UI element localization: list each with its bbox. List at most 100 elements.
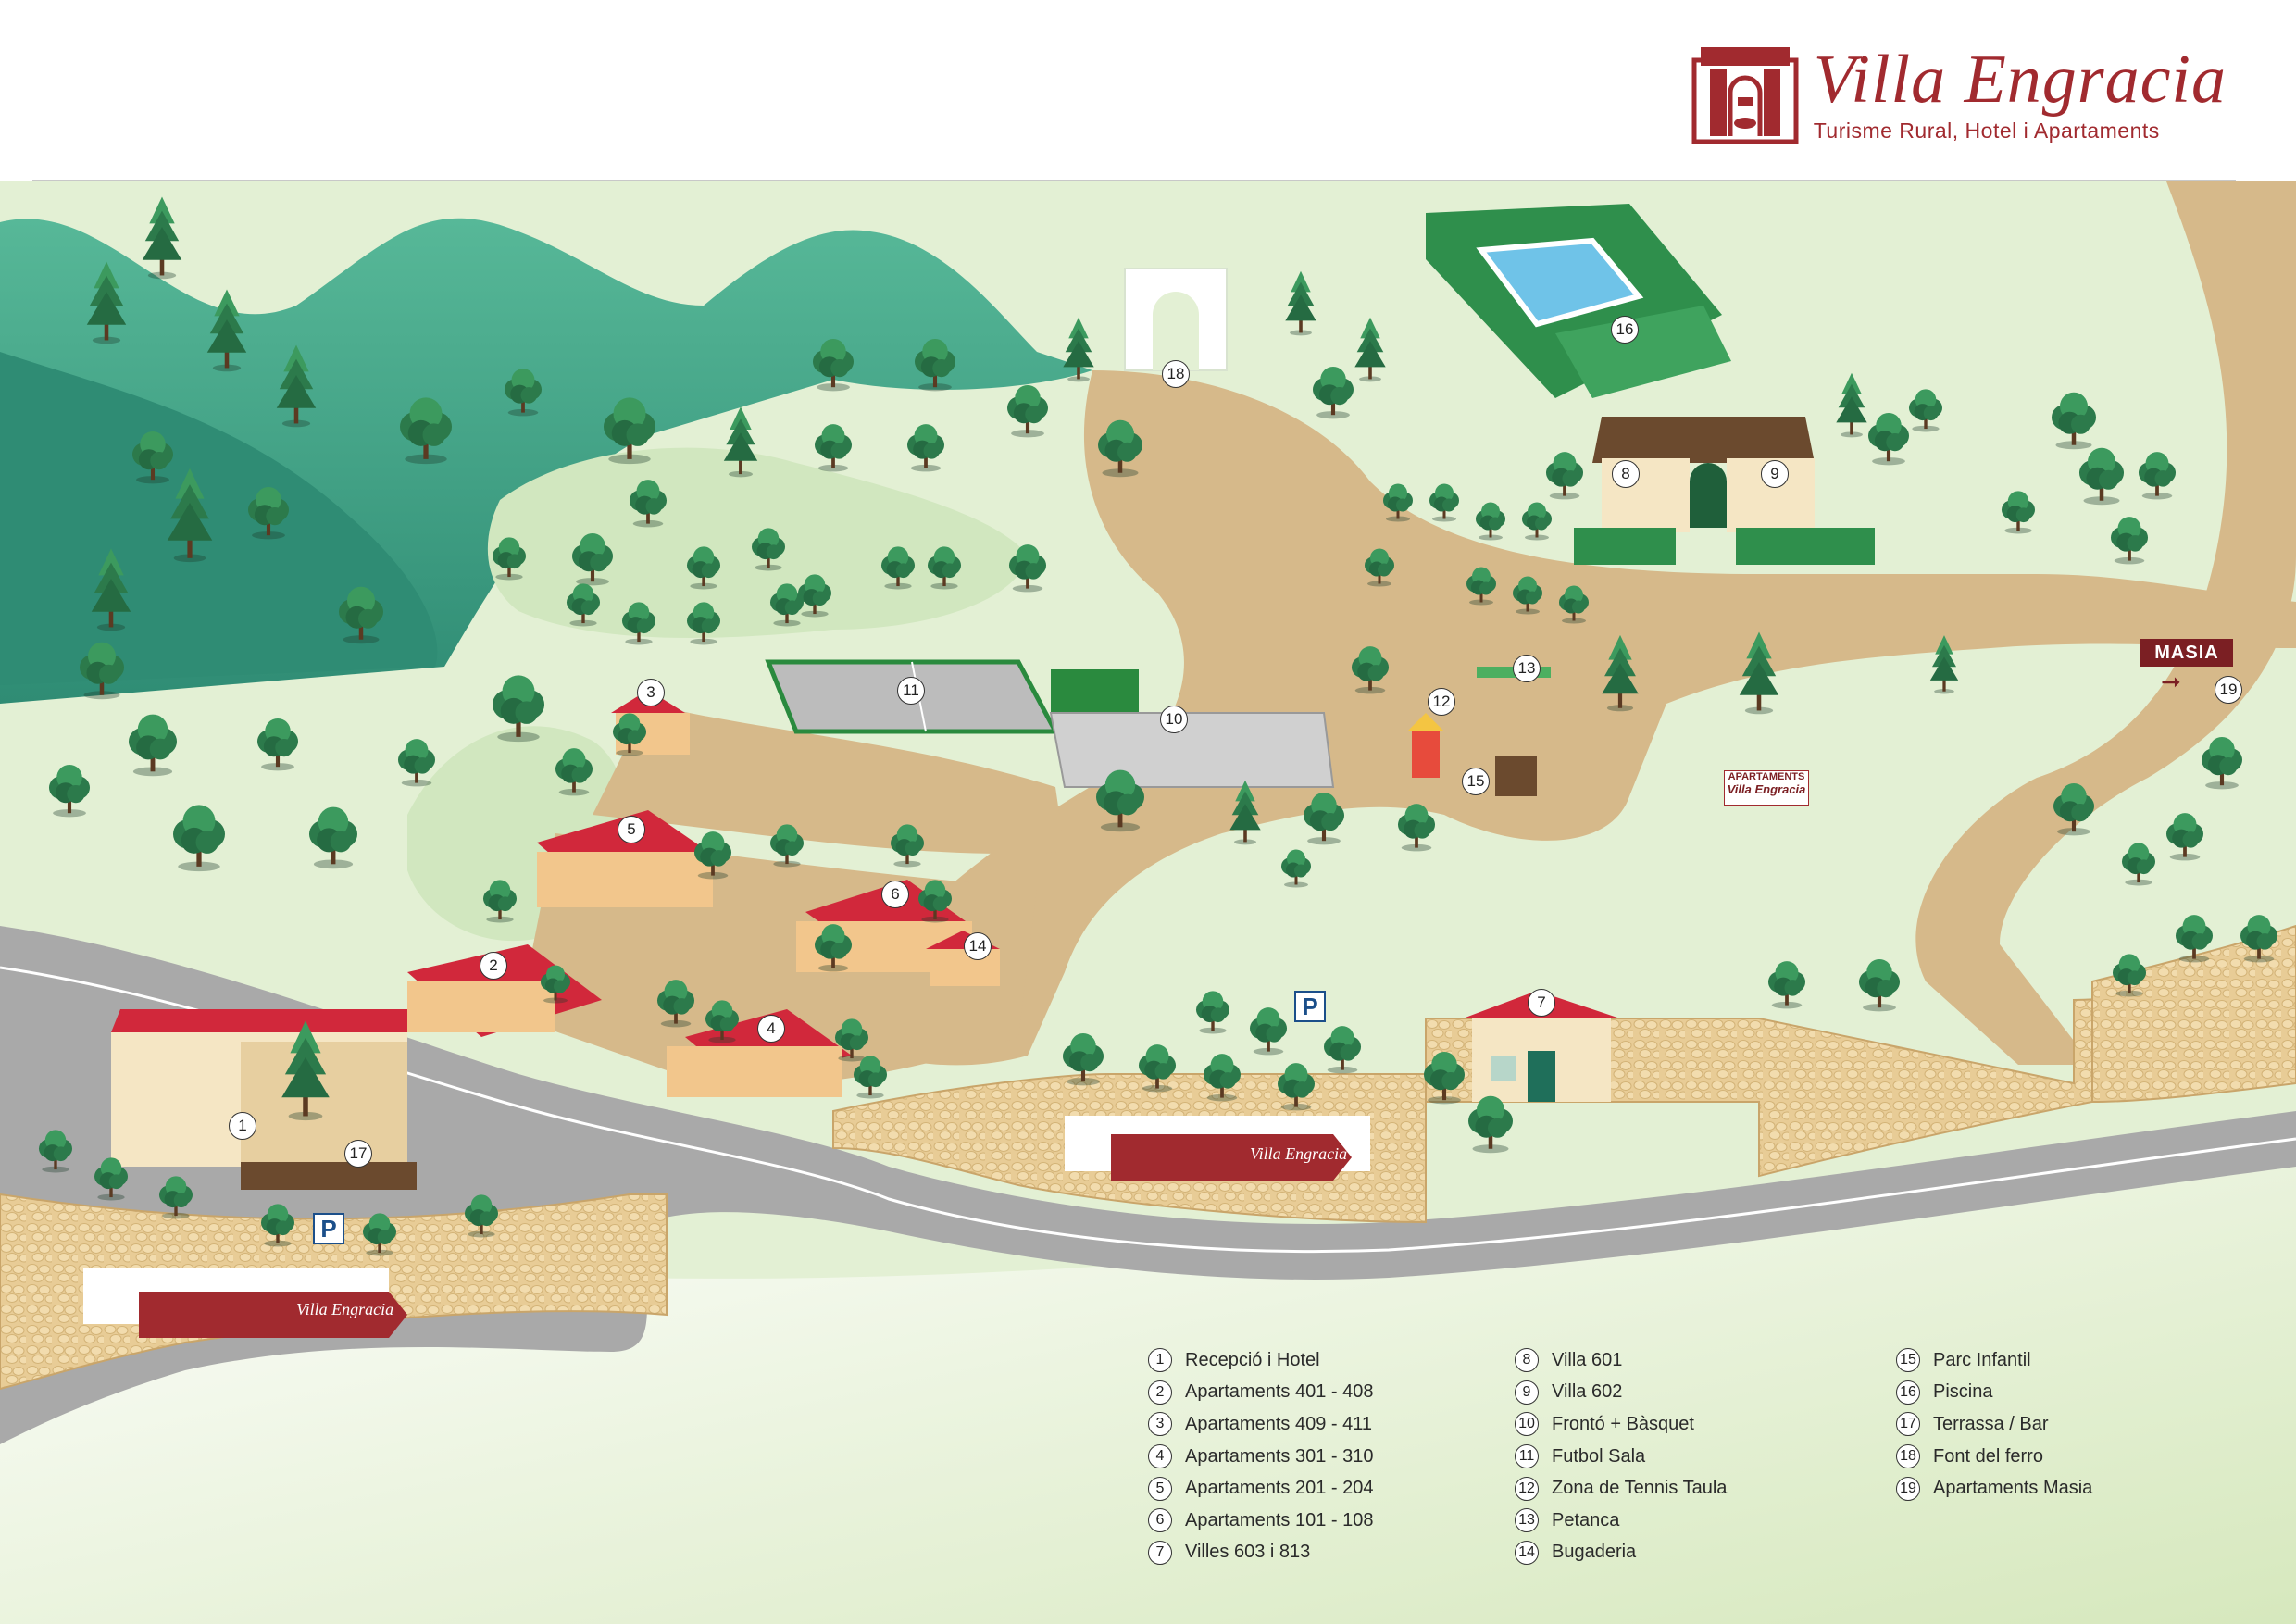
legend-label: Zona de Tennis Taula <box>1552 1478 1728 1499</box>
banner-brand-mid: Villa Engracia <box>1250 1144 1348 1163</box>
masia-sign: MASIA <box>2140 639 2233 667</box>
legend-label: Petanca <box>1552 1509 1620 1530</box>
legend-label: Terrassa / Bar <box>1933 1413 2049 1434</box>
legend-item: 19 Apartaments Masia <box>1896 1472 2248 1505</box>
legend-item: 10 Frontó + Bàsquet <box>1515 1408 1866 1441</box>
marker-12[interactable]: 12 <box>1428 688 1455 716</box>
header-divider <box>32 180 2236 181</box>
legend-number: 12 <box>1515 1476 1539 1501</box>
marker-7[interactable]: 7 <box>1528 989 1555 1017</box>
legend-number: 1 <box>1148 1348 1172 1373</box>
banner-brand-left: Villa Engracia <box>296 1300 394 1318</box>
legend-item: 18 Font del ferro <box>1896 1441 2248 1473</box>
legend-item: 5 Apartaments 201 - 204 <box>1148 1472 1500 1505</box>
marker-5[interactable]: 5 <box>618 816 645 843</box>
apartaments-sign: APARTAMENTS Villa Engracia <box>1724 770 1809 806</box>
legend-item: 15 Parc Infantil <box>1896 1344 2248 1377</box>
legend-number: 5 <box>1148 1476 1172 1501</box>
marker-10[interactable]: 10 <box>1160 706 1188 733</box>
apartaments-201-204 <box>537 810 722 907</box>
legend-item: 7 Villes 603 i 813 <box>1148 1537 1500 1569</box>
marker-19[interactable]: 19 <box>2215 676 2242 704</box>
legend-number: 7 <box>1148 1540 1172 1565</box>
marker-4[interactable]: 4 <box>757 1015 785 1043</box>
legend-number: 16 <box>1896 1380 1920 1405</box>
legend-label: Bugaderia <box>1552 1542 1637 1563</box>
legend-label: Apartaments 409 - 411 <box>1185 1413 1372 1434</box>
legend-number: 19 <box>1896 1476 1920 1501</box>
legend-label: Apartaments 201 - 204 <box>1185 1478 1374 1499</box>
legend-label: Villa 601 <box>1552 1349 1623 1370</box>
marker-8[interactable]: 8 <box>1612 460 1640 488</box>
apartaments-sign-title: APARTAMENTS <box>1728 771 1805 782</box>
marker-9[interactable]: 9 <box>1761 460 1789 488</box>
legend-item: 9 Villa 602 <box>1515 1377 1866 1409</box>
legend-number: 13 <box>1515 1508 1539 1533</box>
legend-label: Piscina <box>1933 1381 1993 1403</box>
legend-item: 12 Zona de Tennis Taula <box>1515 1472 1866 1505</box>
marker-17[interactable]: 17 <box>344 1140 372 1168</box>
legend-item: 1 Recepció i Hotel <box>1148 1344 1500 1377</box>
marker-18[interactable]: 18 <box>1162 360 1190 388</box>
path-main <box>833 370 2296 1066</box>
legend-item: 11 Futbol Sala <box>1515 1441 1866 1473</box>
road <box>0 926 2296 1444</box>
marker-15[interactable]: 15 <box>1462 768 1490 795</box>
marker-11[interactable]: 11 <box>897 677 925 705</box>
roadside-banner-mid <box>1065 1116 1370 1181</box>
header: Villa Engracia Turisme Rural, Hotel i Ap… <box>0 0 2296 181</box>
legend-item: 3 Apartaments 409 - 411 <box>1148 1408 1500 1441</box>
marker-6[interactable]: 6 <box>881 881 909 908</box>
legend-number: 10 <box>1515 1412 1539 1437</box>
marker-3[interactable]: 3 <box>637 679 665 706</box>
marker-1[interactable]: 1 <box>229 1112 256 1140</box>
font-del-ferro-gate <box>1124 268 1228 371</box>
brand-logo: Villa Engracia Turisme Rural, Hotel i Ap… <box>1690 42 2227 144</box>
legend-number: 2 <box>1148 1380 1172 1405</box>
path-east <box>1915 181 2296 1065</box>
legend-number: 15 <box>1896 1348 1920 1373</box>
brand-subtitle: Turisme Rural, Hotel i Apartaments <box>1813 118 2160 143</box>
legend-item: 13 Petanca <box>1515 1505 1866 1537</box>
legend-label: Font del ferro <box>1933 1445 2043 1467</box>
legend-number: 14 <box>1515 1540 1539 1565</box>
lower-field <box>0 1139 2296 1624</box>
marker-16[interactable]: 16 <box>1611 316 1639 344</box>
legend-number: 3 <box>1148 1412 1172 1437</box>
legend-item: 8 Villa 601 <box>1515 1344 1866 1377</box>
legend-label: Apartaments 301 - 310 <box>1185 1445 1374 1467</box>
legend-item: 14 Bugaderia <box>1515 1537 1866 1569</box>
roadside-banner-left <box>83 1268 407 1338</box>
legend-number: 18 <box>1896 1444 1920 1469</box>
swimming-pool <box>1426 204 1731 398</box>
marker-13[interactable]: 13 <box>1513 655 1541 682</box>
apartaments-sign-brand: Villa Engracia <box>1727 782 1806 796</box>
legend-label: Futbol Sala <box>1552 1445 1646 1467</box>
brand-name: Villa Engracia <box>1813 41 2227 118</box>
legend-number: 8 <box>1515 1348 1539 1373</box>
legend-label: Frontó + Bàsquet <box>1552 1413 1694 1434</box>
terrassa-bar <box>241 1162 417 1190</box>
legend-label: Parc Infantil <box>1933 1349 2031 1370</box>
legend-label: Villa 602 <box>1552 1381 1623 1403</box>
masia-arrow-icon: ➞ <box>2161 668 2181 695</box>
legend-number: 11 <box>1515 1444 1539 1469</box>
parking-sign-road: P <box>1294 991 1326 1022</box>
legend-label: Villes 603 i 813 <box>1185 1542 1311 1563</box>
marker-14[interactable]: 14 <box>964 932 992 960</box>
legend-number: 9 <box>1515 1380 1539 1405</box>
font-del-ferro-emblem-icon <box>1691 47 1799 144</box>
legend-label: Recepció i Hotel <box>1185 1349 1320 1370</box>
marker-2[interactable]: 2 <box>480 952 507 980</box>
legend-label: Apartaments 101 - 108 <box>1185 1509 1374 1530</box>
legend-item: 16 Piscina <box>1896 1377 2248 1409</box>
legend-column-2: 8 Villa 601 9 Villa 602 10 Frontó + Bàsquet… <box>1515 1344 1866 1568</box>
legend-label: Apartaments Masia <box>1933 1478 2093 1499</box>
